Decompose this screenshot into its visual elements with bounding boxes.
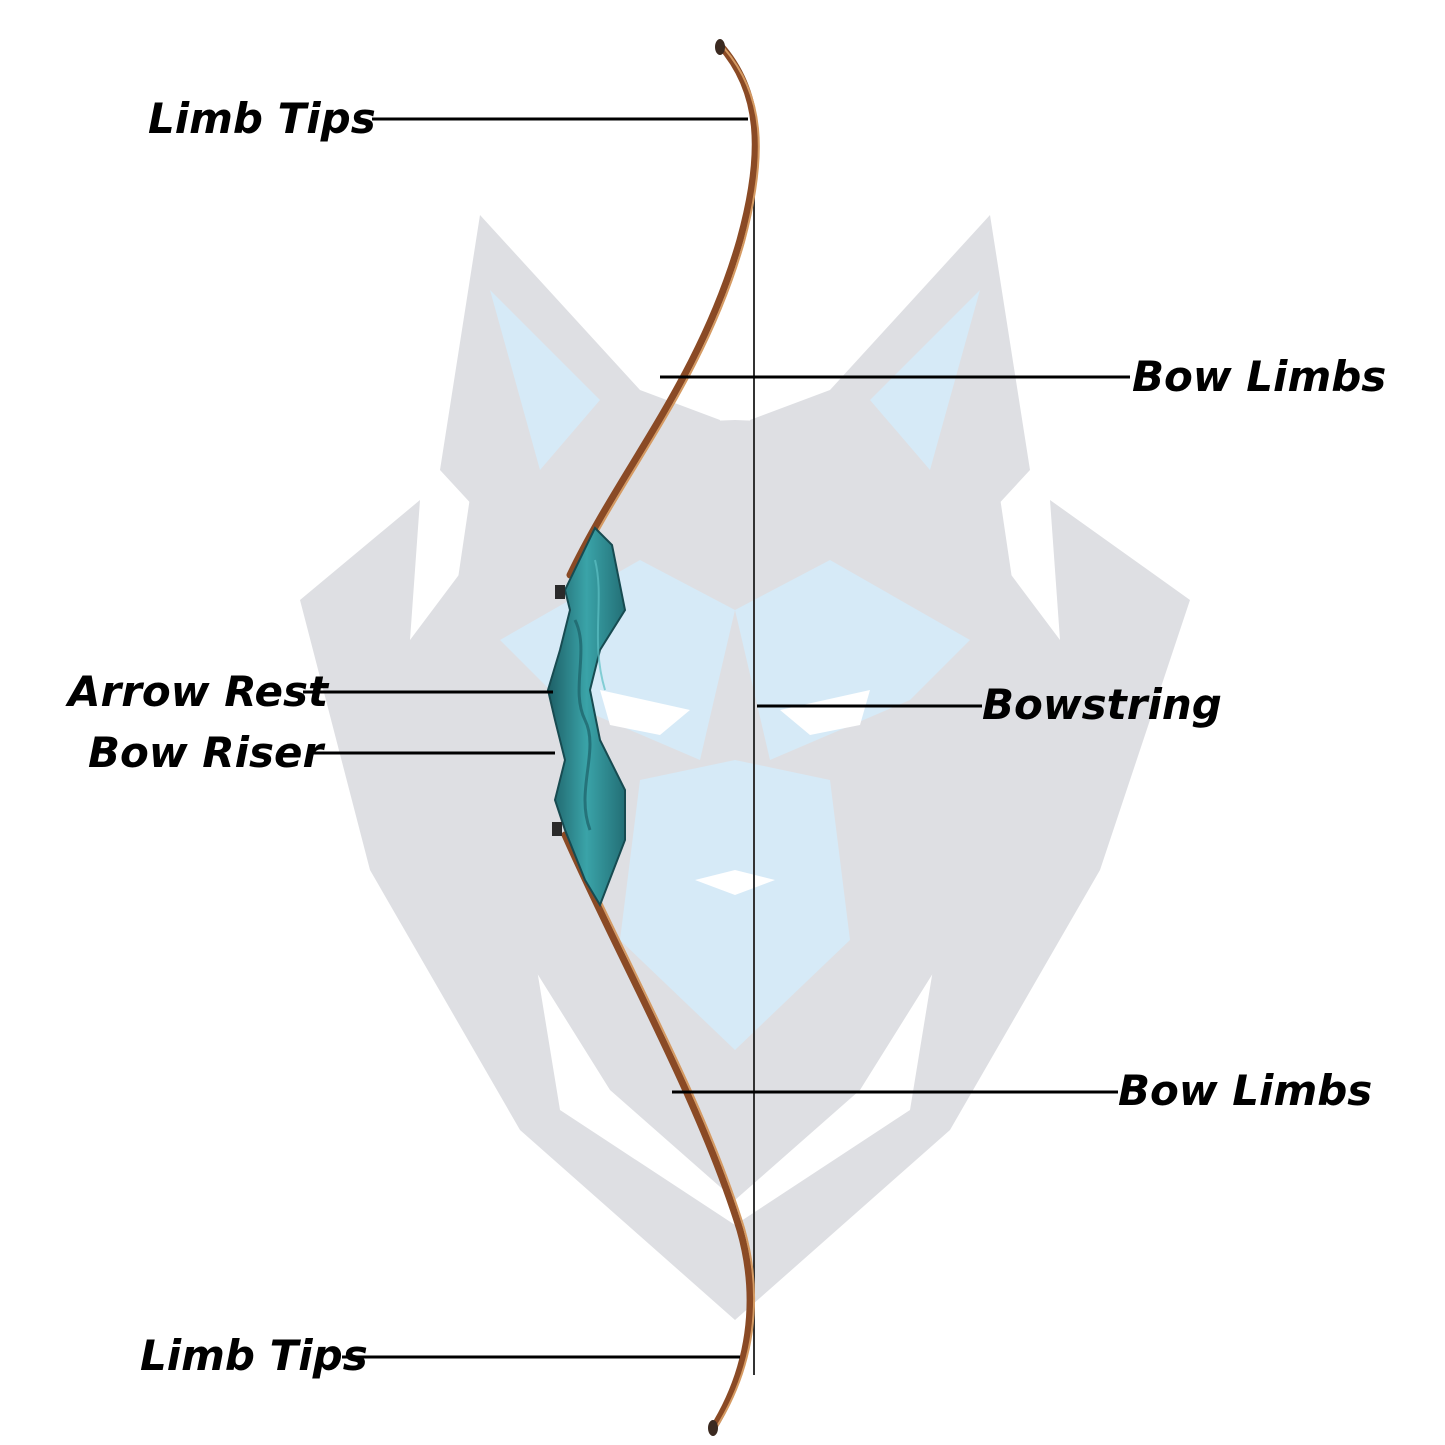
label-limb-tips-bottom: Limb Tips bbox=[140, 1331, 368, 1380]
bottom-limb-tip bbox=[708, 1420, 718, 1436]
lower-bow-limb bbox=[561, 831, 756, 1434]
label-bow-riser: Bow Riser bbox=[88, 728, 324, 777]
bow-riser-shape bbox=[546, 526, 627, 908]
upper-bow-limb bbox=[566, 41, 760, 579]
wolf-head-icon bbox=[300, 215, 1190, 1320]
label-bow-limbs-lower: Bow Limbs bbox=[1118, 1066, 1373, 1115]
label-bowstring: Bowstring bbox=[982, 680, 1222, 729]
label-limb-tips-top: Limb Tips bbox=[148, 94, 376, 143]
top-limb-tip bbox=[715, 39, 725, 55]
label-arrow-rest: Arrow Rest bbox=[68, 667, 329, 716]
label-bow-limbs-upper: Bow Limbs bbox=[1132, 352, 1387, 401]
